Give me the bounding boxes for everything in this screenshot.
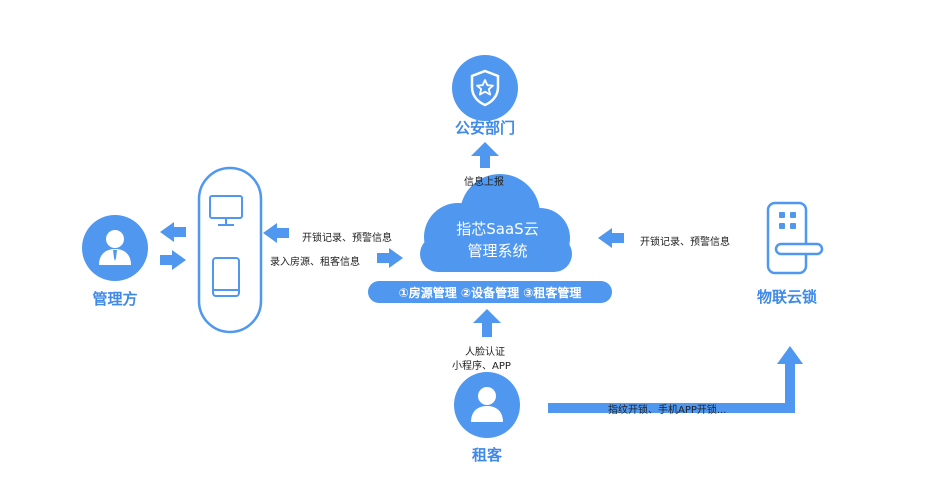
features-bar: ①房源管理 ②设备管理 ③租客管理 [368,281,612,303]
edge-label-from-lock: 开锁记录、预警信息 [640,237,730,248]
manager-label: 管理方 [92,290,138,308]
shield-star-icon [470,69,500,107]
arrow-tenant-to-lock [548,346,803,413]
edge-label-from-tenant-1: 人脸认证 [465,347,505,358]
arrow-left-to-manager [160,222,186,242]
edge-label-tenant-to-lock: 指纹开锁、手机APP开锁... [608,405,727,416]
edge-label-from-tenant-2: 小程序、APP [452,361,511,372]
edge-label-report: 信息上报 [464,177,504,188]
cloud-title: 指芯SaaS云 管理系统 [425,218,570,262]
tablet-icon [212,257,240,297]
person-icon [471,387,503,422]
arrow-left-to-devices [263,223,289,243]
cloud-title-line1: 指芯SaaS云 [456,220,539,238]
police-label: 公安部门 [454,119,515,137]
monitor-icon [209,195,243,226]
edge-label-from-manager: 录入房源、租客信息 [270,257,360,268]
arrow-up-from-tenant [473,309,501,337]
iot-lock-label: 物联云锁 [756,288,817,306]
arrow-left-from-lock [598,228,624,248]
police-node [452,55,518,121]
arrow-right-to-cloud [377,248,403,268]
tenant-node [454,372,520,438]
device-capsule [197,166,263,334]
arrow-right-to-devices [160,250,186,270]
manager-node [82,215,148,281]
smart-lock-icon [766,201,824,275]
tenant-label: 租客 [471,446,502,464]
cloud-title-line2: 管理系统 [467,242,528,260]
arrow-up-to-police [471,142,499,168]
cloud-shape [420,174,572,272]
lock-keypad [779,212,796,229]
edge-label-to-manager: 开锁记录、预警信息 [302,233,392,244]
person-tie-icon [99,230,131,265]
